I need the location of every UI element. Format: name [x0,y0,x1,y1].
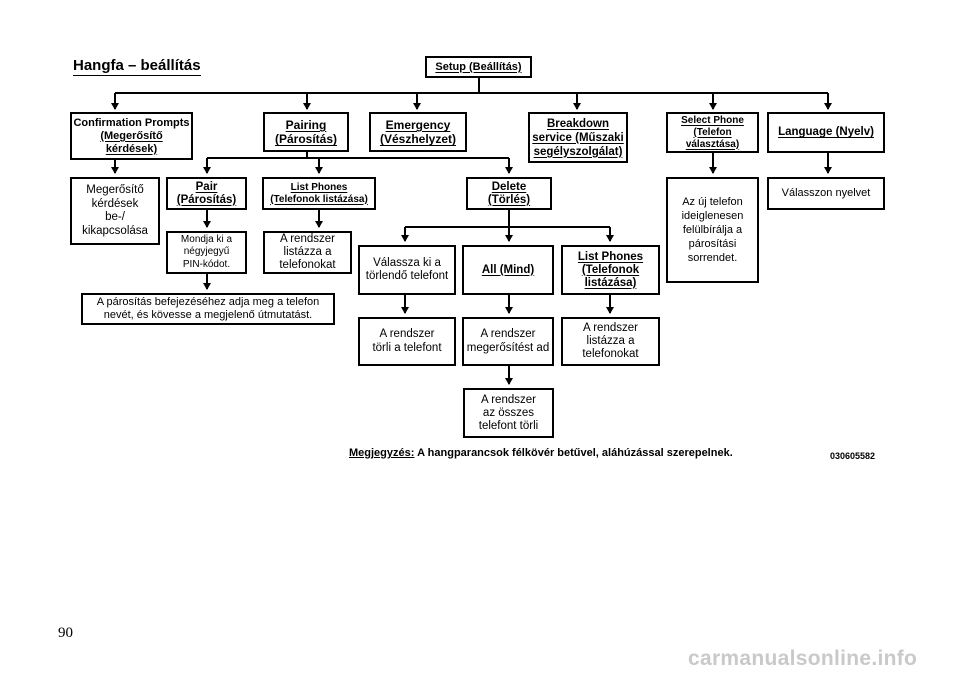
breakdown-service-node: Breakdown service (Műszaki segélyszolgál… [528,112,628,163]
pairing-node: Pairing (Párosítás) [263,112,349,152]
emergency-node: Emergency (Vészhelyzet) [369,112,467,152]
pair-node: Pair (Párosítás) [166,177,247,210]
delete-list-line-3: listázása) [584,276,637,289]
watermark: carmanualsonline.info [688,647,918,670]
list-result-line-1: A rendszer [280,233,335,245]
delete-node: Delete (Törlés) [466,177,552,210]
select-phone-line-1: Select Phone [681,114,744,126]
phone-deleted-result-node: A rendszer törli a telefont [358,317,456,366]
select-phone-result-node: Az új telefon ideiglenesen felülbírálja … [666,177,759,283]
select-result-line-5: sorrendet. [687,252,738,264]
confirmation-result-delete-node: A rendszer megerősítést ad [462,317,554,366]
confirmation-result-line-4: kikapcsolása [82,224,148,237]
select-phone-line-3: választása) [685,138,740,150]
deleted-line-2: törli a telefont [372,341,442,354]
delete-list-phones-node: List Phones (Telefonok listázása) [561,245,660,295]
breakdown-line-1: Breakdown [547,117,609,130]
delete-list-line-2: (Telefonok [581,263,640,276]
list-result-line-2: listázza a [283,246,332,258]
setup-root-node: Setup (Beállítás) [425,56,532,78]
note-label: Megjegyzés: [349,447,415,459]
confirmation-prompts-node: Confirmation Prompts (Megerősítő kérdése… [70,112,193,160]
breakdown-line-3: segélyszolgálat) [533,145,623,158]
note: Megjegyzés: A hangparancsok félkövér bet… [349,447,733,459]
pin-step-line-1: Mondja ki a [180,233,233,245]
list-result-line-3: telefonokat [279,259,336,271]
confirmation-result-line-3: be-/ [105,211,125,223]
delete-list-line-1: List Phones [577,250,644,263]
pairing-complete-node: A párosítás befejezéséhez adja meg a tel… [81,293,335,325]
list-phones-node: List Phones (Telefonok listázása) [262,177,376,210]
select-result-line-4: párosítási [688,238,737,250]
language-line-1: Language (Nyelv) [778,126,874,138]
pair-line-1: Pair [195,180,218,193]
note-text: A hangparancsok félkövér betűvel, aláhúz… [417,447,733,459]
choose-line-2: törlendő telefont [365,270,449,282]
delete-list-result-line-1: A rendszer [583,322,638,334]
pairing-line-1: Pairing [285,118,327,132]
confirmation-result-node: Megerősítő kérdések be-/ kikapcsolása [70,177,160,245]
confirmation-prompts-line-2: (Megerősítő [100,129,163,142]
delete-line-2: (Törlés) [487,193,531,206]
confirm-line-2: megerősítést ad [466,341,550,354]
all-deleted-line-1: A rendszer [481,393,536,406]
delete-list-result-line-3: telefonokat [582,348,639,360]
setup-root-label: Setup (Beállítás) [435,60,522,73]
language-result-node: Válasszon nyelvet [767,177,885,210]
list-phones-result-node: A rendszer listázza a telefonokat [263,231,352,274]
all-deleted-line-3: telefont törli [478,419,539,432]
emergency-line-2: (Vészhelyzet) [379,132,457,146]
delete-line-1: Delete [491,180,527,193]
emergency-line-1: Emergency [385,118,451,132]
pair-final-line-1: A párosítás befejezéséhez adja meg a tel… [96,296,320,308]
all-phones-deleted-node: A rendszer az összes telefont törli [463,388,554,438]
choose-line-1: Válassza ki a [373,256,441,269]
select-result-line-2: ideiglenesen [681,210,744,222]
pair-final-line-2: nevét, és kövesse a megjelenő útmutatást… [103,309,313,321]
confirmation-prompts-line-3: kérdések) [105,142,158,155]
choose-phone-to-delete-node: Válassza ki a törlendő telefont [358,245,456,295]
figure-code: 030605582 [830,451,876,461]
page-title: Hangfa – beállítás [73,57,201,76]
pin-step-line-2: négyjegyű [183,246,230,258]
confirm-line-1: A rendszer [480,328,536,340]
select-result-line-3: felülbírálja a [682,224,743,236]
confirmation-result-line-2: kérdések [91,197,139,210]
confirmation-result-line-1: Megerősítő [86,184,144,196]
pin-code-step-node: Mondja ki a négyjegyű PIN-kódot. [166,231,247,274]
language-result-line-1: Válasszon nyelvet [781,186,871,199]
breakdown-line-2: service (Műszaki [532,131,624,144]
select-phone-line-2: (Telefon [693,126,732,138]
deleted-line-1: A rendszer [379,328,435,340]
page-number: 90 [58,625,73,641]
all-deleted-line-2: az összes [482,406,535,419]
pin-step-line-3: PIN-kódot. [182,258,231,270]
pair-line-2: (Párosítás) [176,193,237,206]
list-phones-line-1: List Phones [290,181,348,193]
list-phones-line-2: (Telefonok listázása) [270,193,368,205]
language-node: Language (Nyelv) [767,112,885,153]
delete-list-result-line-2: listázza a [586,335,635,347]
select-phone-node: Select Phone (Telefon választása) [666,112,759,153]
delete-all-node: All (Mind) [462,245,554,295]
select-result-line-1: Az új telefon [682,196,743,208]
pairing-line-2: (Párosítás) [274,132,338,146]
delete-all-label: All (Mind) [481,263,535,276]
confirmation-prompts-line-1: Confirmation Prompts [73,116,190,129]
delete-list-result-node: A rendszer listázza a telefonokat [561,317,660,366]
